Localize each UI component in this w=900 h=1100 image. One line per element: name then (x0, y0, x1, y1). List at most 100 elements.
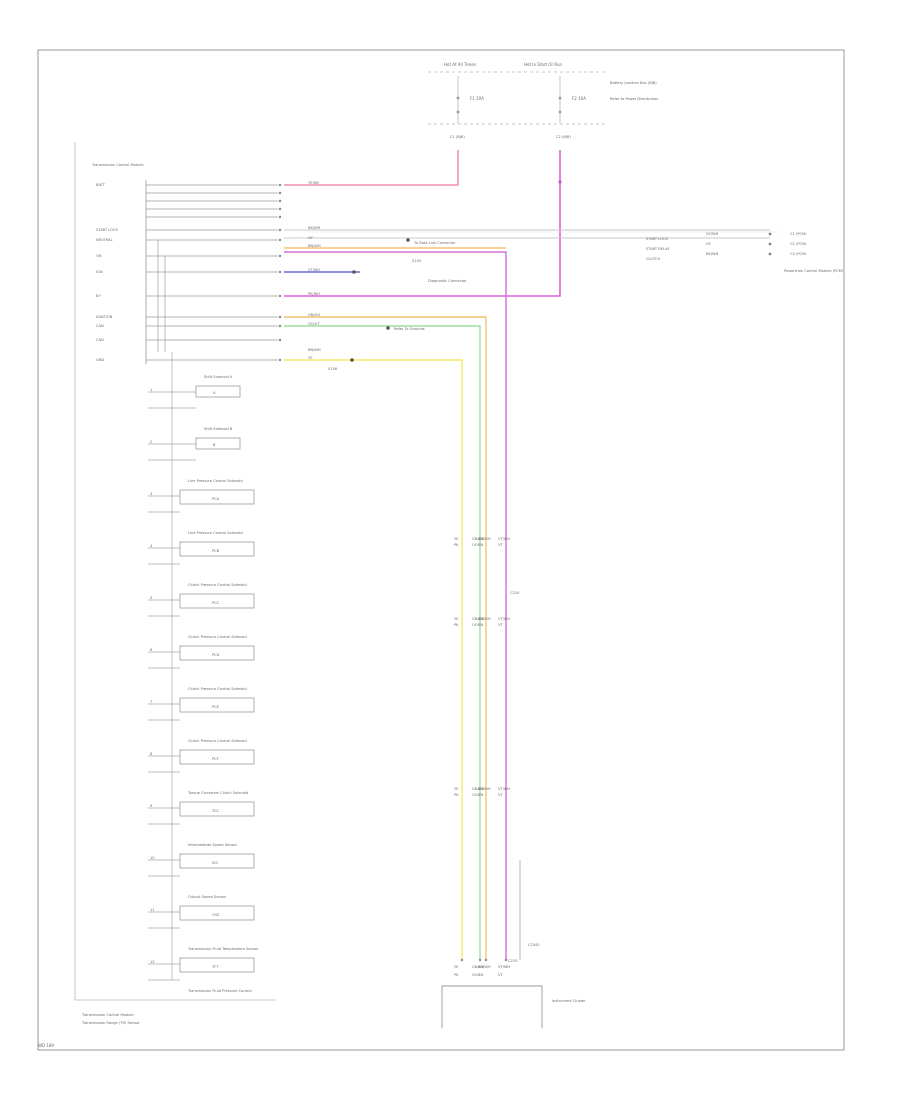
vertical-tag: GN/OG (472, 537, 485, 541)
vertical-tag-2: BN (478, 793, 483, 797)
splice-points (350, 180, 562, 362)
solenoid-label: A (213, 391, 216, 395)
solenoid-label: TFT (211, 965, 219, 969)
solenoid-name: Shift Solenoid B (204, 427, 233, 431)
vertical-tag-2: PK (454, 623, 459, 627)
solenoid-label: ISS (212, 861, 218, 865)
solenoid-label: PCE (212, 705, 220, 709)
solenoid-pin-number: 2 (150, 440, 152, 444)
solenoid-label: OSS (212, 913, 220, 917)
fuse-block: Hot At All Times Hot In Start Or Run F1 … (428, 62, 658, 139)
cluster-pin-dot (460, 958, 464, 962)
pcm-pin-label: C1 (PCM) (790, 232, 807, 236)
cluster-name: Instrument Cluster (552, 999, 586, 1003)
tcm-pin-label: CAN (96, 324, 104, 328)
vertical-tag-2: VT (498, 543, 503, 547)
solenoid-box (195, 437, 241, 450)
callout-c220: C220 (510, 591, 520, 595)
cluster-pin-dot (478, 958, 482, 962)
solenoid-name: Line Pressure Control Solenoid (188, 479, 243, 483)
cluster-mid-label: C220 (508, 959, 518, 963)
tcm-pin-dot (278, 254, 282, 258)
cluster-pin-label-2: VT (498, 973, 503, 977)
vertical-tag: YE (454, 617, 459, 621)
tcm-pin-label: IGN (96, 270, 103, 274)
solenoid-name: Shift Solenoid A (204, 375, 233, 379)
cluster-pin-label: YE (454, 965, 459, 969)
solenoid-pin-number: 3 (150, 492, 152, 496)
tcm-pin-label: START LOCK (96, 228, 118, 232)
wire-color-tag: YE/RD (308, 181, 319, 185)
wire-color-tag: PK/WH (308, 292, 320, 296)
solenoid-name: Clutch Pressure Control Solenoid (188, 739, 247, 743)
cluster-pin-label-2: OG (472, 973, 478, 977)
tcm-pin-dot (278, 358, 282, 362)
vertical-tag: YE (454, 537, 459, 541)
callout-s105: S105 (412, 259, 421, 263)
wire-color-tag: BN/WH (308, 348, 321, 352)
wire-orange-down (284, 316, 487, 960)
cluster-pin-label-2: BN (478, 973, 483, 977)
solenoid-pin-number: 9 (150, 804, 153, 808)
solenoid-pin-number: 11 (150, 908, 155, 912)
wire-color-tags: YE/RDBK/WHGYBN/WHVT/WHPK/WHGN/OGOG/VTBN/… (308, 181, 321, 360)
solenoid-pin-number: 10 (150, 856, 155, 860)
solenoid-name: Line Pressure Control Solenoid (188, 531, 243, 535)
wire-batt-pink (284, 150, 459, 186)
tcm-bottom-label: Transmission Fluid Pressure Control (187, 989, 252, 993)
vertical-tag-2: VT (498, 793, 503, 797)
pcm-wire-label: GY/WH (706, 232, 719, 236)
solenoid-pin-number: 5 (150, 596, 152, 600)
cluster-pin-label-2: PK (454, 973, 459, 977)
vertical-tag-2: OG (472, 623, 478, 627)
wire-harness (284, 150, 780, 960)
diagram-frame (37, 49, 845, 1051)
tcm-pin-dot (278, 207, 282, 211)
vertical-tag-2: PK (454, 543, 459, 547)
vertical-tag: BN/WH (478, 537, 491, 541)
callout-grounds: Refer To Grounds (394, 327, 425, 331)
tcm-pin-dot (278, 228, 282, 232)
vertical-tag-2: PK (454, 793, 459, 797)
wire-yellow-down (284, 359, 463, 960)
pcm-sub-label: START RELAY (646, 247, 670, 251)
tcm-header: Transmission Control Module (91, 163, 144, 167)
solenoid-name: Clutch Pressure Control Solenoid (188, 635, 247, 639)
tcm-location: Transmission Range (TR) Sensor (81, 1021, 140, 1025)
solenoid-pin-number: 7 (150, 700, 152, 704)
callout-c2345: C2345 (528, 943, 540, 947)
pcm-pin-dot (768, 252, 772, 256)
solenoid-box (179, 957, 255, 973)
wire-ign-magenta (284, 150, 561, 297)
vertical-tag: GN/OG (472, 617, 485, 621)
solenoid-label: PCF (212, 757, 219, 761)
solenoid-box (179, 801, 255, 817)
tcm-internal-rails (145, 180, 282, 364)
solenoid-box (179, 905, 255, 921)
solenoid-label: PCB (212, 549, 220, 553)
solenoid-box (179, 853, 255, 869)
footer-code: WD 189 (38, 1043, 54, 1048)
tcm-pin-dot (278, 294, 282, 298)
solenoid-box (179, 489, 255, 505)
solenoid-name: Output Speed Sensor (188, 895, 227, 899)
solenoid-pin-number: 8 (150, 752, 153, 756)
wire-color-tag: GY (308, 236, 314, 240)
solenoid-pin-number: 4 (150, 544, 153, 548)
tcm-pin-label: B+ (96, 294, 101, 298)
fuse-block-name: Battery Junction Box (BJB) (610, 81, 657, 85)
wire-color-tag: GN/OG (308, 313, 321, 317)
fuse-block-note: Refer to Power Distribution (610, 97, 658, 101)
solenoid-pin-number: 12 (150, 960, 155, 964)
solenoid-box (195, 385, 241, 398)
fuse-right: F2 10A (572, 96, 586, 101)
cluster-pin-label: VT/WH (498, 965, 510, 969)
tcm-pin-dot (278, 191, 282, 195)
tcm-pin-dot (278, 270, 282, 274)
wire-color-tag: BN/WH (308, 244, 321, 248)
fuse-title-left: Hot At All Times (444, 62, 476, 67)
tcm-pin-dot (278, 338, 282, 342)
